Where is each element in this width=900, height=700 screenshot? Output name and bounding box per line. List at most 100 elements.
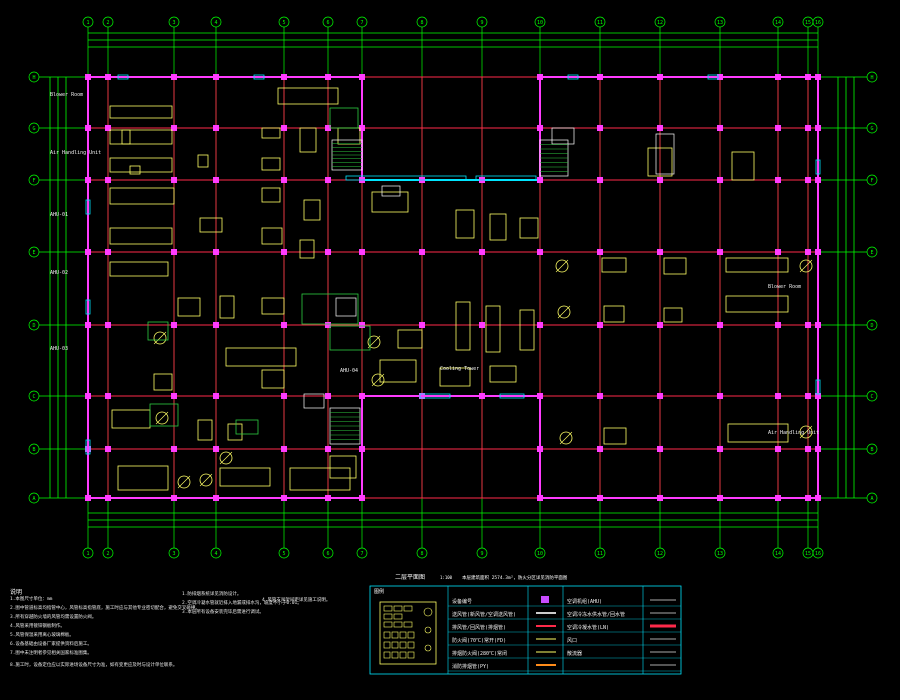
axis-bubble-y	[28, 319, 40, 331]
column	[213, 249, 219, 255]
column	[805, 495, 811, 501]
notes-title: 说明	[10, 589, 23, 596]
green-unit	[301, 293, 359, 325]
equipment-box	[379, 359, 417, 383]
equipment-box	[663, 307, 683, 323]
fan-blade	[219, 451, 233, 465]
axis-label-y: B	[870, 447, 873, 453]
column	[359, 74, 365, 80]
column	[815, 125, 821, 131]
fan-unit	[559, 431, 573, 445]
column	[537, 393, 543, 399]
legend-title: 图例	[374, 588, 384, 595]
axis-label-x: 4	[214, 20, 217, 26]
axis-bubble-x	[534, 547, 546, 559]
room-tag: Blower Room	[50, 92, 84, 98]
axis-bubble-y	[866, 443, 878, 455]
green-unit	[235, 419, 259, 435]
axis-bubble-x	[356, 547, 368, 559]
structural-columns	[85, 74, 821, 501]
column	[171, 249, 177, 255]
column	[657, 249, 663, 255]
axis-label-x: 13	[717, 20, 723, 26]
column	[597, 249, 603, 255]
green-unit	[149, 403, 179, 427]
legend-left-label: 防火阀(70℃)常开(FD)	[452, 637, 506, 644]
legend-swatch	[541, 596, 549, 603]
column	[805, 177, 811, 183]
column	[657, 322, 663, 328]
column	[105, 249, 111, 255]
column	[479, 322, 485, 328]
column	[815, 249, 821, 255]
axis-label-x: 16	[815, 551, 821, 557]
axis-label-x: 7	[360, 20, 363, 26]
column	[597, 125, 603, 131]
axis-bubble-y	[28, 122, 40, 134]
legend-right-label: 空调机组(AHU)	[567, 598, 602, 605]
column	[85, 125, 91, 131]
axis-bubble-y	[28, 174, 40, 186]
equipment-box	[219, 467, 271, 487]
legend-right-label: 空调冷凝水管(LN)	[567, 624, 609, 631]
axis-bubble-x	[594, 16, 606, 28]
fan-blade	[555, 259, 569, 273]
equipment-box	[109, 129, 173, 145]
equipment-box	[455, 301, 471, 351]
axis-label-y: A	[870, 496, 873, 502]
axis-bubble-x	[654, 547, 666, 559]
column	[105, 74, 111, 80]
note-line: 7.图中未注明者参见相关国家标准图集。	[10, 651, 92, 656]
fixture	[381, 185, 401, 197]
axis-bubble-x	[812, 16, 824, 28]
axis-bubble-y	[28, 443, 40, 455]
column	[359, 249, 365, 255]
green-unit	[147, 321, 169, 341]
axis-bubble-y	[28, 492, 40, 504]
equipment-box	[109, 261, 169, 277]
column	[717, 249, 723, 255]
column	[281, 393, 287, 399]
equipment-box	[121, 129, 131, 145]
fan-blade	[155, 411, 169, 425]
axis-bubble-x	[654, 16, 666, 28]
axis-bubble-x	[476, 16, 488, 28]
column	[419, 249, 425, 255]
equipment-box	[227, 423, 243, 441]
axis-label-y: F	[870, 178, 873, 184]
column	[775, 393, 781, 399]
column	[479, 249, 485, 255]
axis-bubble-x	[594, 547, 606, 559]
column	[805, 393, 811, 399]
axis-bubble-x	[210, 547, 222, 559]
column	[537, 446, 543, 452]
column	[325, 446, 331, 452]
column	[537, 249, 543, 255]
column	[479, 393, 485, 399]
equipment-box	[261, 187, 281, 203]
axis-bubble-y	[28, 390, 40, 402]
legend-left-label: 排风管/回风管(排烟管)	[452, 624, 506, 631]
column	[213, 393, 219, 399]
window-or-duct	[117, 74, 129, 80]
axis-bubble-x	[102, 547, 114, 559]
legend-left-label: 排烟防火阀(280℃)常闭	[452, 650, 507, 657]
axis-label-y: E	[32, 250, 35, 256]
column	[359, 393, 365, 399]
axis-bubble-x	[82, 16, 94, 28]
column	[597, 74, 603, 80]
axis-label-x: 10	[537, 551, 543, 557]
axis-label-x: 9	[480, 20, 483, 26]
column	[325, 393, 331, 399]
column	[805, 249, 811, 255]
note-line: 1.防排烟系统详见消防设计。	[182, 592, 242, 597]
room-tag: Cooling Tower	[440, 366, 480, 372]
window	[85, 199, 91, 215]
column	[171, 393, 177, 399]
legend-right-label: 风口	[567, 638, 577, 644]
column	[775, 446, 781, 452]
exterior-wall	[87, 76, 819, 499]
column	[105, 322, 111, 328]
axis-label-y: H	[870, 75, 873, 81]
